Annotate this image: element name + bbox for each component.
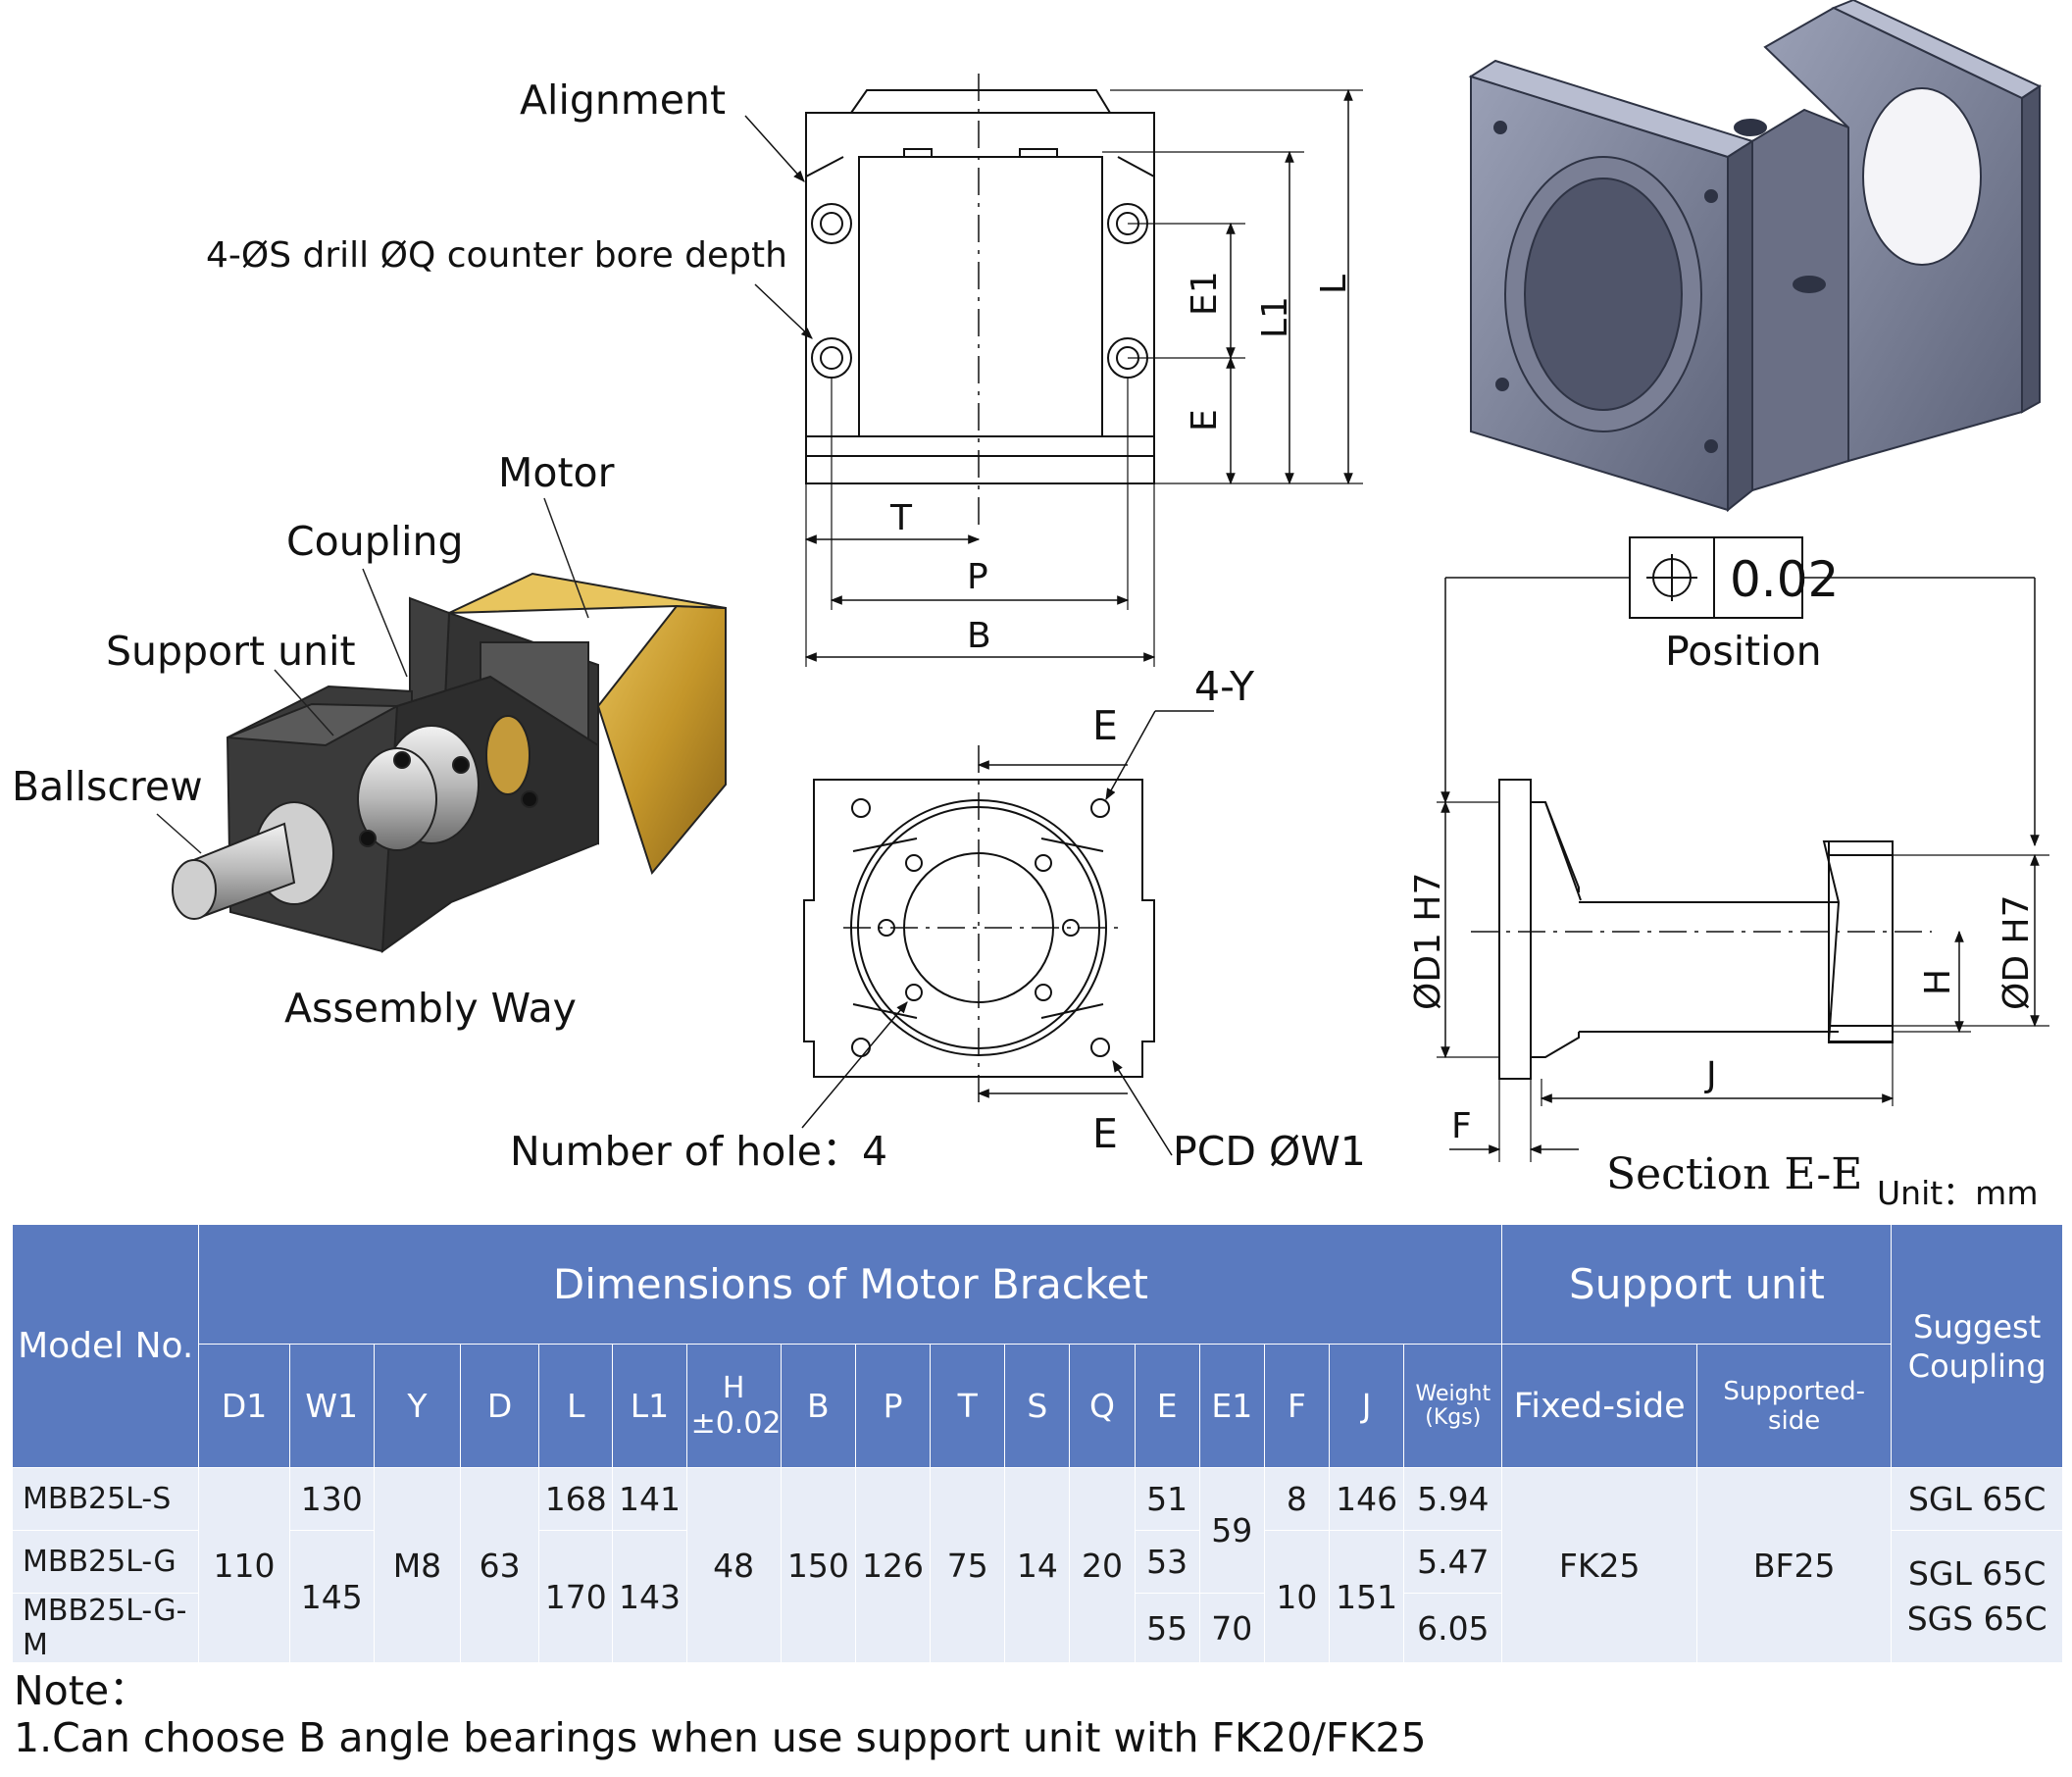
cell-weight: 5.47 — [1403, 1530, 1503, 1594]
dim-T-label: T — [889, 498, 913, 538]
top-view-drawing — [744, 74, 1363, 667]
cell-l: 168 — [538, 1467, 614, 1531]
model-cell: MBB25L-G-M — [11, 1593, 200, 1663]
cell-h: 48 — [685, 1467, 782, 1663]
cell-l1: 141 — [612, 1467, 687, 1531]
cell-e: 51 — [1134, 1467, 1200, 1531]
cell-fixed-side: FK25 — [1501, 1467, 1697, 1663]
header-fixed-side: Fixed-side — [1501, 1344, 1697, 1468]
cell-b: 150 — [780, 1467, 856, 1663]
dim-L-label: L — [1314, 275, 1354, 294]
position-label: Position — [1665, 628, 1822, 675]
cell-w1: 130 — [288, 1467, 375, 1531]
header-col: L — [538, 1344, 614, 1468]
header-col: W1 — [288, 1344, 375, 1468]
coupling-label: Coupling — [286, 518, 464, 565]
header-col: P — [854, 1344, 932, 1468]
header-col: S — [1004, 1344, 1071, 1468]
cell-f: 10 — [1263, 1530, 1331, 1663]
cell-y: M8 — [373, 1467, 462, 1663]
alignment-label: Alignment — [520, 76, 727, 124]
cell-d1: 110 — [198, 1467, 290, 1663]
dim-E-label: E — [1185, 409, 1225, 432]
header-col: F — [1263, 1344, 1331, 1468]
header-col: Y — [373, 1344, 462, 1468]
header-col: H ±0.02 — [685, 1344, 782, 1468]
cell-coupling: SGL 65C — [1891, 1467, 2063, 1531]
cell-l: 170 — [538, 1530, 614, 1663]
pcd-label: PCD ØW1 — [1173, 1128, 1366, 1175]
cell-e: 53 — [1134, 1530, 1200, 1594]
header-col: E — [1134, 1344, 1200, 1468]
position-tolerance-value: 0.02 — [1730, 551, 1840, 608]
cell-w1: 145 — [288, 1530, 375, 1663]
coupling-value: SGL 65C — [1907, 1554, 2047, 1593]
dim-J-label: J — [1704, 1055, 1717, 1095]
technical-drawing: T P B L L1 E1 E — [156, 0, 2049, 1162]
section-title: Section E-E — [1606, 1149, 1863, 1199]
header-support-unit: Support unit — [1501, 1224, 1893, 1345]
cell-coupling: SGL 65C SGS 65C — [1891, 1530, 2063, 1663]
header-col: B — [780, 1344, 856, 1468]
header-supported-side: Supported-side — [1695, 1344, 1893, 1468]
cell-supported-side: BF25 — [1695, 1467, 1893, 1663]
cell-weight: 6.05 — [1403, 1593, 1503, 1663]
model-cell: MBB25L-G — [11, 1530, 200, 1594]
dim-D1-label: ØD1 H7 — [1408, 873, 1448, 1010]
header-suggest-coupling: Suggest Coupling — [1891, 1224, 2063, 1468]
cell-q: 20 — [1069, 1467, 1136, 1663]
dim-L1-label: L1 — [1255, 296, 1295, 338]
coupling-value: SGS 65C — [1906, 1599, 2047, 1638]
header-col: L1 — [612, 1344, 687, 1468]
number-of-hole-label: Number of hole：4 — [510, 1128, 888, 1175]
cell-d: 63 — [460, 1467, 540, 1663]
cell-l1: 143 — [612, 1530, 687, 1663]
top-view-dimension-labels: T P B L L1 E1 E — [889, 271, 1354, 656]
note-line: 1.Can choose B angle bearings when use s… — [14, 1714, 1427, 1761]
front-view-drawing — [801, 710, 1214, 1156]
assembly-way-label: Assembly Way — [284, 985, 577, 1032]
cell-t: 75 — [930, 1467, 1006, 1663]
spec-table: Model No. Dimensions of Motor Bracket Su… — [11, 1224, 2063, 1663]
note-title: Note： — [14, 1667, 150, 1714]
cell-e1: 59 — [1198, 1467, 1265, 1594]
dim-F-label: F — [1451, 1106, 1472, 1146]
header-col: E1 — [1198, 1344, 1265, 1468]
header-dimensions: Dimensions of Motor Bracket — [198, 1224, 1503, 1345]
bracket-3d-render — [1468, 0, 2043, 513]
dim-D-label: ØD H7 — [1996, 895, 2037, 1010]
dim-E1-label: E1 — [1185, 271, 1225, 316]
header-col: J — [1328, 1344, 1405, 1468]
motor-label: Motor — [498, 449, 615, 496]
header-col: D — [460, 1344, 540, 1468]
header-col: T — [930, 1344, 1006, 1468]
header-model-no: Model No. — [11, 1224, 200, 1468]
cell-s: 14 — [1004, 1467, 1071, 1663]
ballscrew-label: Ballscrew — [12, 763, 203, 810]
header-col-weight: Weight (Kgs) — [1403, 1344, 1503, 1468]
cell-p: 126 — [854, 1467, 932, 1663]
header-col: D1 — [198, 1344, 290, 1468]
cell-j: 151 — [1328, 1530, 1405, 1663]
section-dimension-labels: ØD1 H7 ØD H7 H J F — [1408, 873, 2037, 1146]
model-cell: MBB25L-S — [11, 1467, 200, 1531]
dim-P-label: P — [967, 557, 988, 597]
assembly-3d-render — [156, 497, 727, 954]
section-mark-bottom-label: E — [1092, 1110, 1118, 1157]
unit-label: Unit：mm — [1877, 1174, 2039, 1212]
header-col: Q — [1069, 1344, 1136, 1468]
dim-B-label: B — [967, 616, 991, 656]
counterbore-label: 4-ØS drill ØQ counter bore depth — [206, 235, 787, 276]
four-y-label: 4-Y — [1194, 663, 1255, 710]
cell-weight: 5.94 — [1403, 1467, 1503, 1531]
section-drawing — [1437, 536, 2049, 1162]
support-unit-label: Support unit — [106, 628, 356, 675]
dim-H-label: H — [1918, 969, 1958, 995]
cell-e1: 70 — [1198, 1593, 1265, 1663]
cell-j: 146 — [1328, 1467, 1405, 1531]
cell-f: 8 — [1263, 1467, 1331, 1531]
cell-e: 55 — [1134, 1593, 1200, 1663]
section-mark-top-label: E — [1092, 702, 1118, 749]
